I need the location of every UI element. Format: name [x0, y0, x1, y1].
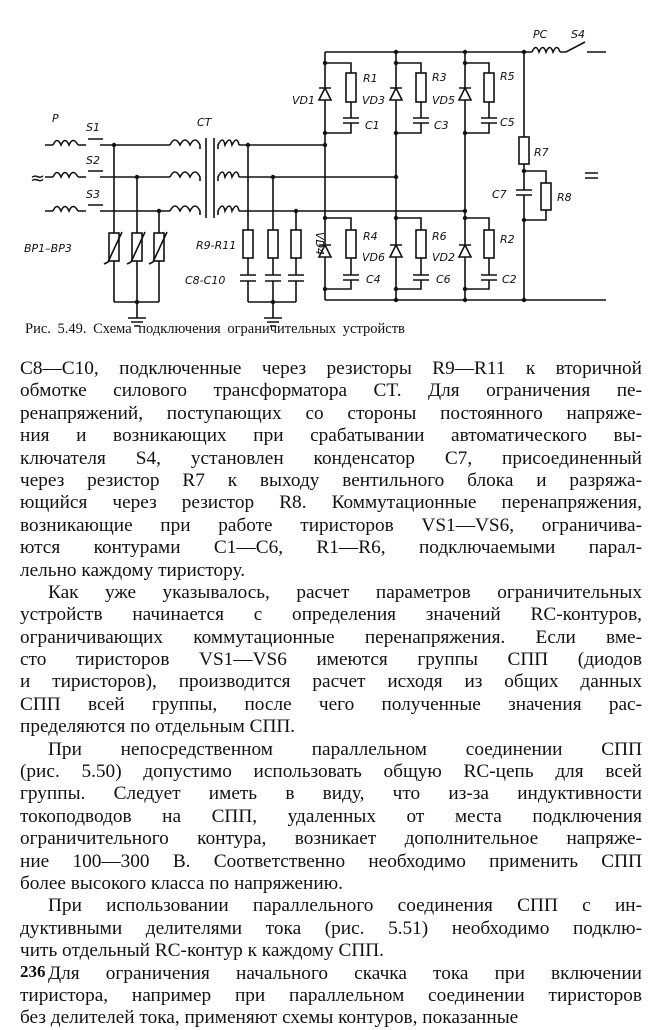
label-vd5: VD5 — [432, 94, 455, 107]
text-line: обмотке силового трансформатора CT. Для … — [20, 380, 642, 402]
label-p: P — [52, 112, 59, 125]
component-labels: ≈ P S1 S2 S3 CT BP1–BP3 R9-R11 C8-C10 VD… — [24, 28, 585, 287]
label-r3: R3 — [432, 71, 447, 84]
paragraph: C8—C10, подключенные через резисторы R9—… — [20, 358, 642, 582]
paragraph: Для ограничения начального скачка тока п… — [20, 963, 642, 1030]
label-c4: C4 — [366, 273, 381, 286]
text-line: ются контурами C1—C6, R1—R6, подключаемы… — [20, 537, 642, 559]
text-line: возникающие при работе тиристоров VS1—VS… — [20, 514, 642, 536]
label-pc: PC — [533, 28, 548, 41]
figure-caption: Рис. 5.49. Схема подключения ограничител… — [25, 321, 405, 337]
text-line: Как уже указывалось, расчет параметров о… — [48, 581, 642, 603]
text-line: ния и возникающих при срабатывании автом… — [20, 425, 642, 447]
label-c3: C3 — [434, 119, 449, 132]
text-line: ограничивающих коммутационные перенапряж… — [20, 626, 642, 648]
components — [103, 72, 598, 282]
text-line: ренапряжений, поступающих со стороны пос… — [20, 402, 642, 424]
text-line: ние 100—300 В. Соответственно необходимо… — [20, 850, 642, 872]
paragraph: Как уже указывалось, расчет параметров о… — [20, 582, 642, 739]
label-vd4: VD4 — [313, 232, 326, 255]
text-line: сто тиристоров VS1—VS6 имеются группы СП… — [20, 649, 642, 671]
label-c5: C5 — [500, 116, 515, 129]
text-line: ограничительного контура, возникает допо… — [20, 828, 642, 850]
label-s3: S3 — [86, 188, 100, 201]
label-r2: R2 — [500, 233, 515, 246]
label-s1: S1 — [86, 121, 100, 134]
text-line: Для ограничения начального скачка тока п… — [48, 962, 642, 984]
label-c6: C6 — [436, 273, 451, 286]
label-r8: R8 — [557, 191, 572, 204]
label-r9-r11: R9-R11 — [196, 239, 236, 252]
text-line: лельно каждому тиристору. — [20, 559, 246, 581]
text-line: устройств начинается с определения значе… — [20, 604, 642, 626]
label-vd1: VD1 — [292, 94, 315, 107]
label-c8-c10: C8-C10 — [185, 274, 225, 287]
text-line: При использовании параллельного соединен… — [48, 895, 642, 917]
label-c2: C2 — [502, 273, 517, 286]
text-line: через резистор R7 к выходу вентильного б… — [20, 469, 642, 491]
text-line: (рис. 5.50) допустимо использовать общую… — [20, 761, 642, 783]
label-r6: R6 — [432, 230, 447, 243]
text-line: тиристора, например при параллельном сое… — [20, 984, 642, 1006]
label-c1: C1 — [365, 119, 380, 132]
label-ct: CT — [197, 116, 213, 129]
label-s4: S4 — [571, 28, 585, 41]
circuit-diagram: ≈ P S1 S2 S3 CT BP1–BP3 R9-R11 C8-C10 VD… — [24, 28, 606, 327]
text-line: C8—C10, подключенные через резисторы R9—… — [20, 358, 642, 379]
text-line: дуктивными делителями тока (рис. 5.51) н… — [20, 917, 642, 939]
label-vd6: VD6 — [362, 251, 385, 264]
label-r7: R7 — [534, 146, 549, 159]
label-r4: R4 — [363, 230, 378, 243]
text-line: более высокого класса по напряжению. — [20, 872, 343, 894]
paragraph: При использовании параллельного соединен… — [20, 895, 642, 962]
body-text: C8—C10, подключенные через резисторы R9—… — [20, 358, 642, 1030]
text-line: СПП всей группы, после чего полученные з… — [20, 693, 642, 715]
text-line: пределяются по отдельным СПП. — [20, 716, 296, 738]
text-line: токоподводов на СПП, удаленных от места … — [20, 805, 642, 827]
label-r1: R1 — [363, 72, 378, 85]
paragraph: При непосредственном параллельном соедин… — [20, 739, 642, 896]
label-vd3: VD3 — [362, 94, 385, 107]
text-line: без делителей тока, применяют схемы конт… — [20, 1007, 519, 1029]
label-bp1-bp3: BP1–BP3 — [24, 242, 72, 255]
text-line: чить отдельный RC-контур к каждому СПП. — [20, 940, 384, 962]
text-line: ключателя S4, установлен конденсатор C7,… — [20, 447, 642, 469]
junctions — [111, 49, 527, 305]
label-s2: S2 — [86, 154, 100, 167]
ac-symbol: ≈ — [30, 168, 45, 189]
wires — [45, 41, 606, 327]
text-line: и тиристоров), производится расчет исход… — [20, 671, 642, 693]
text-line: группы. Следует иметь в виду, что из-за … — [20, 783, 642, 805]
label-vd2: VD2 — [432, 251, 455, 264]
label-r5: R5 — [500, 70, 515, 83]
text-line: ющийся через резистор R8. Коммутационные… — [20, 492, 642, 514]
text-line: При непосредственном параллельном соедин… — [48, 738, 642, 760]
page-number: 236 — [20, 962, 46, 981]
label-c7: C7 — [492, 188, 507, 201]
